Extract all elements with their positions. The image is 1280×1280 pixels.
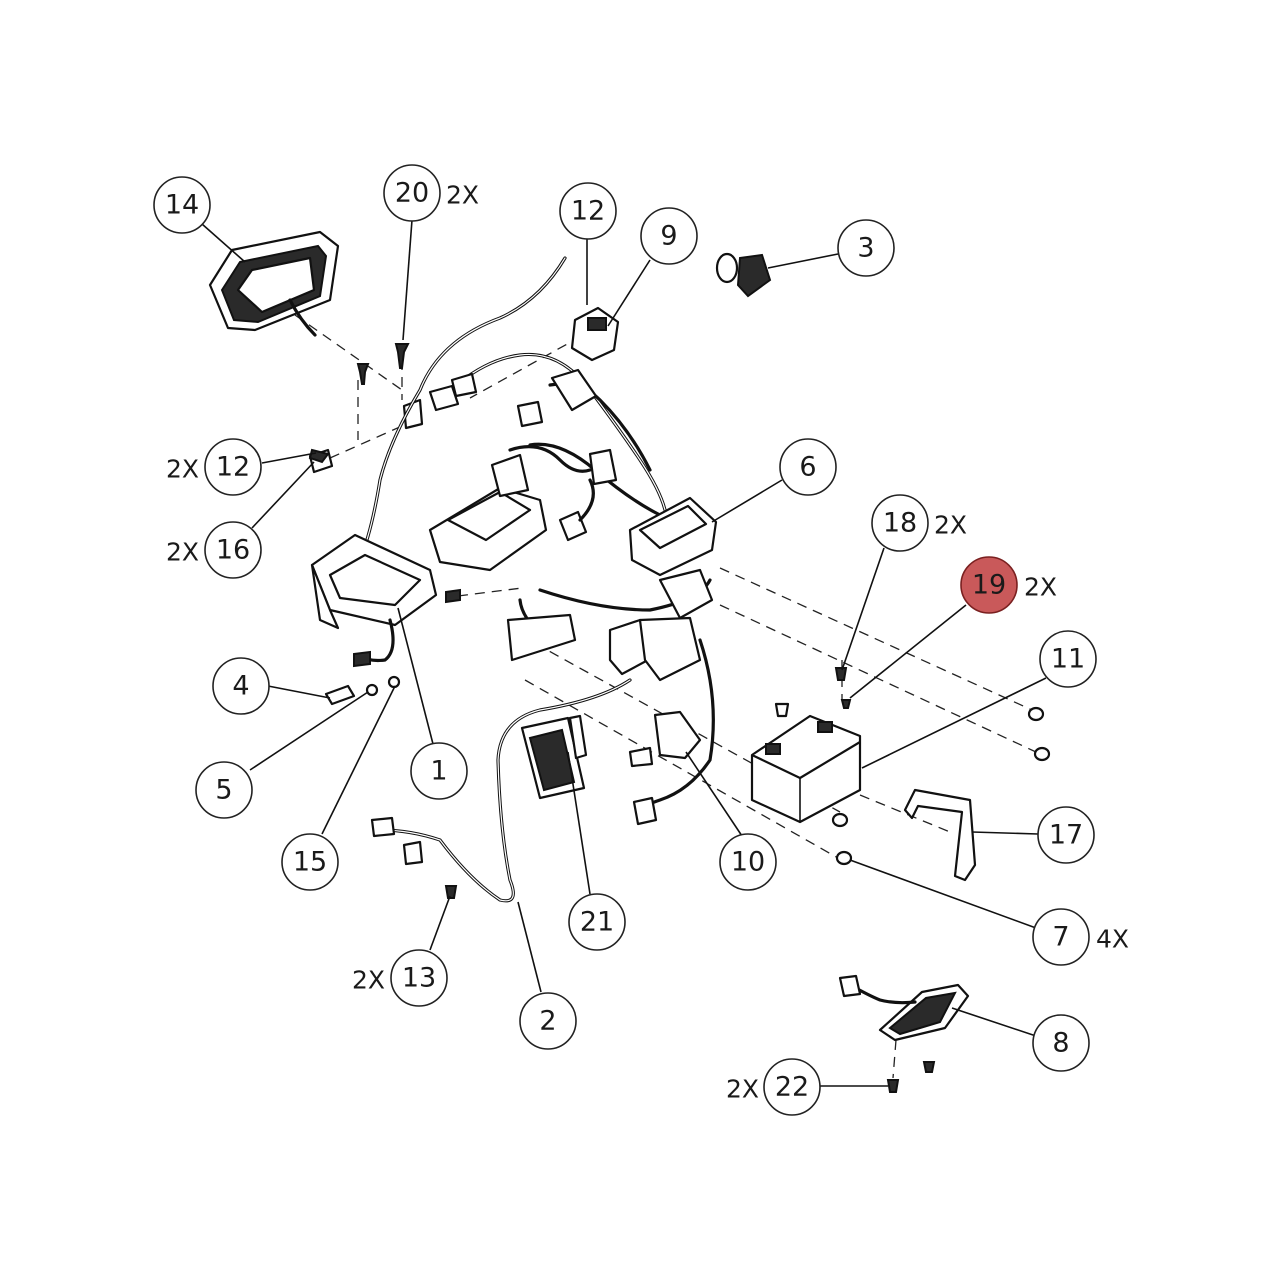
callout-number: 11 [1051,644,1085,675]
callout-21[interactable]: 21 [568,893,626,951]
callout-10[interactable]: 10 [719,833,777,891]
callout-14[interactable]: 14 [153,176,211,234]
callout-number: 16 [216,535,250,566]
callout-quantity: 2X [446,181,479,210]
callout-number: 6 [799,452,816,483]
callout-quantity: 4X [1096,925,1129,954]
callout-number: 5 [215,775,232,806]
callout-quantity: 2X [166,455,199,484]
callout-quantity: 2X [166,538,199,567]
callout-22[interactable]: 22 2X [726,1058,821,1116]
callout-17[interactable]: 17 [1037,806,1095,864]
callout-8[interactable]: 8 [1032,1014,1090,1072]
callout-number: 19 [972,570,1006,601]
callout-number: 1 [430,756,447,787]
callout-13[interactable]: 13 2X [352,949,448,1007]
callout-number: 17 [1049,820,1083,851]
callout-18[interactable]: 18 2X [871,494,967,552]
callout-20[interactable]: 20 2X [383,164,479,222]
tail-light-part-8 [838,974,970,1042]
fasteners [308,343,1051,1093]
callout-5[interactable]: 5 [195,761,253,819]
callout-number: 20 [395,178,429,209]
callout-9[interactable]: 9 [640,207,698,265]
callout-16[interactable]: 16 2X [166,521,262,579]
callout-6[interactable]: 6 [779,438,837,496]
callout-12-left[interactable]: 12 2X [166,438,262,496]
callout-1[interactable]: 1 [410,742,468,800]
callout-quantity: 2X [352,966,385,995]
callout-15[interactable]: 15 [281,833,339,891]
callout-quantity: 2X [726,1075,759,1104]
battery-strap-part-17 [903,788,977,882]
callout-number: 18 [883,508,917,539]
callout-quantity: 2X [1024,573,1057,602]
callout-19-highlighted[interactable]: 19 2X [960,556,1057,614]
headlight-part-14 [208,230,340,337]
callout-number: 13 [402,963,436,994]
callout-3[interactable]: 3 [837,219,895,277]
callout-number: 12 [571,196,605,227]
lower-harness [370,568,715,903]
callout-number: 9 [660,221,677,252]
callout-number: 15 [293,847,327,878]
callout-4[interactable]: 4 [212,657,270,715]
callout-number: 12 [216,452,250,483]
callout-number: 10 [731,847,765,878]
callout-number: 4 [232,671,249,702]
callout-number: 22 [775,1072,809,1103]
callout-11[interactable]: 11 [1039,630,1097,688]
callout-12-top[interactable]: 12 [559,182,617,240]
callout-number: 3 [857,233,874,264]
callout-number: 2 [539,1006,556,1037]
callout-quantity: 2X [934,511,967,540]
central-bracket [428,445,592,572]
control-module-part-6 [628,496,718,577]
callout-number: 8 [1052,1028,1069,1059]
callout-number: 21 [580,907,614,938]
callout-number: 14 [165,190,199,221]
fuse-tray-part-1 [310,533,438,663]
switch-knob-part-3 [715,252,772,298]
fuse-block-part-21 [520,714,588,800]
callout-2[interactable]: 2 [519,992,577,1050]
callout-number: 7 [1052,922,1069,953]
callout-7[interactable]: 7 4X [1032,908,1129,966]
leader-lines [201,219,1047,1087]
battery-part-11 [750,714,862,824]
